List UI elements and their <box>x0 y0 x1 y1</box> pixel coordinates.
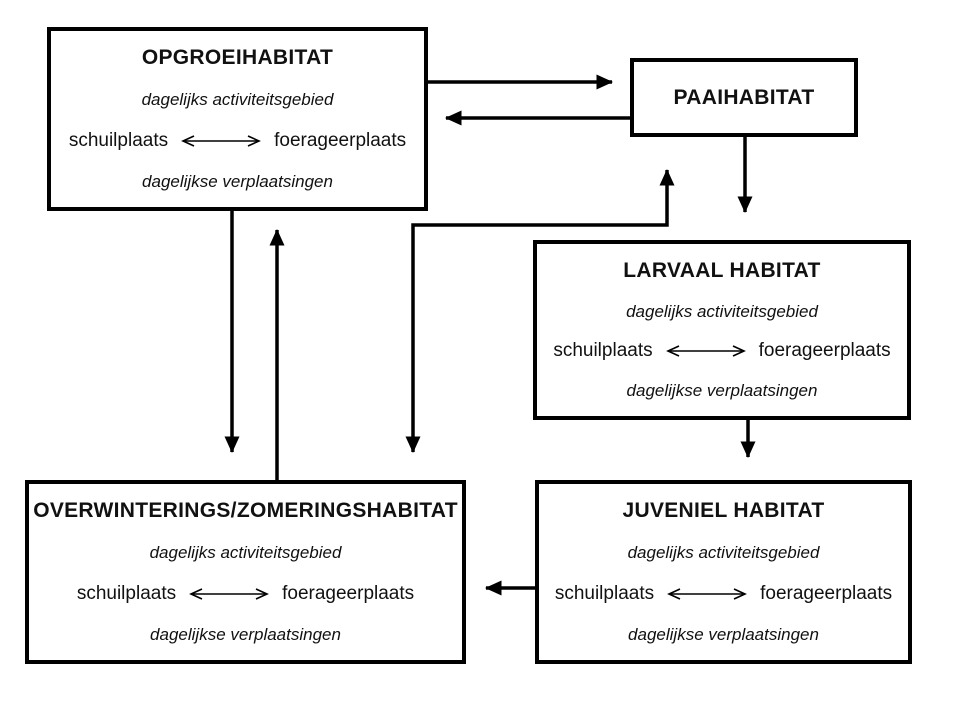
forage-label: foerageerplaats <box>274 130 407 151</box>
box-footer: dagelijkse verplaatsingen <box>142 172 333 191</box>
forage-label: foerageerplaats <box>758 340 891 362</box>
box-opgroeihabitat: OPGROEIHABITAT dagelijks activiteitsgebi… <box>47 27 428 211</box>
double-arrow-icon <box>667 588 748 600</box>
box-larvaal-habitat: LARVAAL HABITAT dagelijks activiteitsgeb… <box>533 240 911 420</box>
box-overwinterings-zomeringshabitat: OVERWINTERINGS/ZOMERINGSHABITAT dagelijk… <box>25 480 466 664</box>
box-title: LARVAAL HABITAT <box>623 259 821 282</box>
forage-label: foerageerplaats <box>282 583 415 604</box>
shelter-label: schuilplaats <box>554 583 655 604</box>
box-footer: dagelijkse verplaatsingen <box>150 625 341 644</box>
box-title: OVERWINTERINGS/ZOMERINGSHABITAT <box>33 499 458 522</box>
shelter-label: schuilplaats <box>68 130 169 151</box>
shelter-label: schuilplaats <box>76 583 177 604</box>
forage-label: foerageerplaats <box>760 583 893 604</box>
box-subtitle: dagelijks activiteitsgebied <box>627 543 820 562</box>
box-subtitle: dagelijks activiteitsgebied <box>626 301 818 321</box>
box-title: PAAIHABITAT <box>673 85 815 109</box>
double-arrow-icon <box>181 135 262 147</box>
box-juveniel-habitat: JUVENIEL HABITAT dagelijks activiteitsge… <box>535 480 912 664</box>
shelter-forage-row: schuilplaats foerageerplaats <box>77 583 414 605</box>
box-title: JUVENIEL HABITAT <box>622 499 825 522</box>
double-arrow-icon <box>665 345 746 358</box>
double-arrow-icon <box>189 588 270 600</box>
box-subtitle: dagelijks activiteitsgebied <box>141 90 334 109</box>
box-title: OPGROEIHABITAT <box>141 46 334 69</box>
box-footer: dagelijkse verplaatsingen <box>628 625 819 644</box>
shelter-forage-row: schuilplaats foerageerplaats <box>553 340 890 362</box>
box-subtitle: dagelijks activiteitsgebied <box>149 543 342 562</box>
shelter-forage-row: schuilplaats foerageerplaats <box>555 583 892 605</box>
shelter-label: schuilplaats <box>553 340 653 362</box>
box-paaihabitat: PAAIHABITAT <box>630 58 858 137</box>
arrow-overwinterings-paai-elbow <box>405 169 675 453</box>
box-footer: dagelijkse verplaatsingen <box>626 380 818 400</box>
shelter-forage-row: schuilplaats foerageerplaats <box>69 130 406 152</box>
